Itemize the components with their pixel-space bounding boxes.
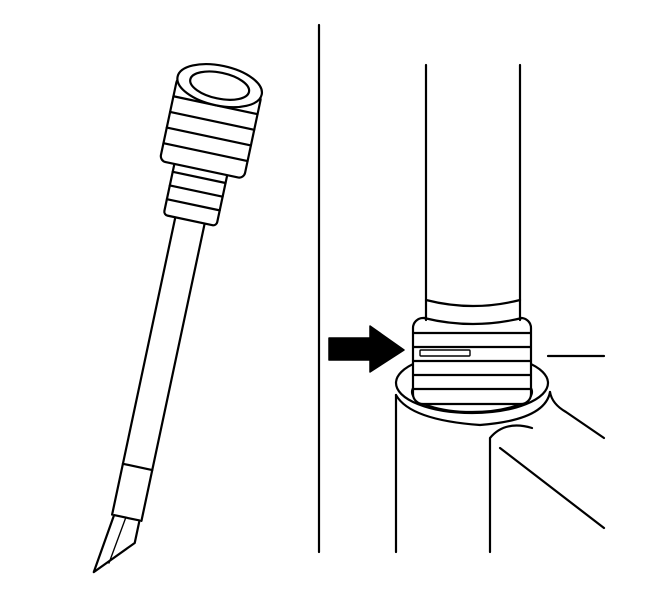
tool-shaft [111, 213, 207, 522]
tool-tip [92, 513, 141, 574]
arrow-right-icon [328, 325, 405, 373]
threaded-fitting [411, 316, 533, 406]
left-panel [92, 63, 264, 574]
vertical-tube [422, 63, 524, 326]
tool-sleeve-top-face [176, 63, 264, 109]
base-housing [394, 354, 606, 554]
tool-lower-collar [163, 157, 229, 227]
right-panel [328, 63, 606, 554]
